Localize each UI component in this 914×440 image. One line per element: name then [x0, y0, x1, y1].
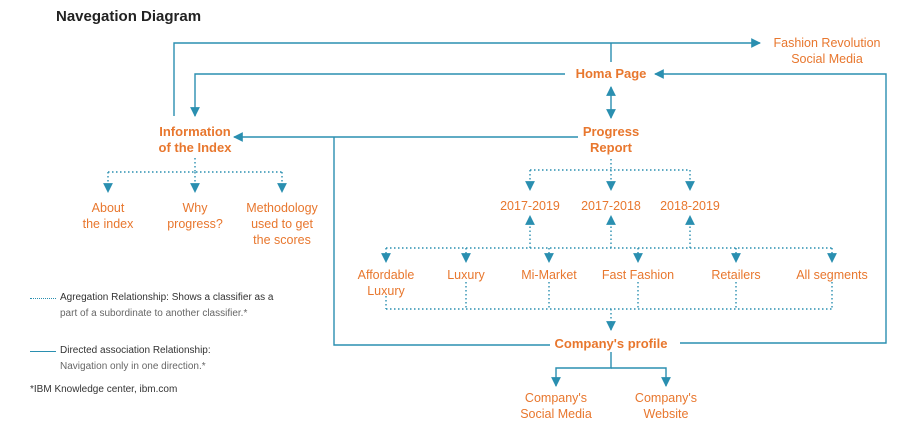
node-label-line: Luxury: [367, 284, 405, 298]
node-label-line: Methodology: [246, 201, 318, 215]
node-label-line: Social Media: [520, 407, 592, 421]
node-homa-page[interactable]: Homa Page: [561, 66, 661, 82]
legend-aggregation: Agregation Relationship: Shows a classif…: [60, 290, 305, 322]
node-label-line: Company's: [524, 391, 588, 405]
legend-aggregation-title: Agregation Relationship:: [60, 292, 169, 303]
node-luxury[interactable]: Luxury: [436, 267, 496, 283]
node-company-profile[interactable]: Company's profile: [546, 336, 676, 352]
node-label-line: About: [91, 201, 125, 215]
node-label-line: Progress: [582, 124, 640, 139]
edge-profile-to-website: [611, 367, 671, 387]
node-methodology[interactable]: Methodology used to get the scores: [232, 200, 332, 248]
node-label-line: 2018-2019: [660, 199, 720, 213]
node-fashion-revolution[interactable]: Fashion Revolution Social Media: [762, 35, 892, 67]
node-fast-fashion[interactable]: Fast Fashion: [593, 267, 683, 283]
legend-aggregation-desc-1: Shows a classifier as a: [171, 292, 274, 303]
node-information-index[interactable]: Information of the Index: [140, 124, 250, 156]
edge-info-to-fashion-revolution: [173, 38, 761, 116]
node-label-line: of the Index: [158, 140, 232, 155]
node-label-line: Homa Page: [575, 66, 647, 81]
node-label-line: used to get: [251, 217, 313, 231]
node-2017-2019[interactable]: 2017-2019: [495, 198, 565, 214]
node-label-line: the index: [82, 217, 134, 231]
legend-directed-desc: Navigation only in one direction.*: [60, 361, 206, 372]
legend-directed: Directed association Relationship: Navig…: [60, 343, 305, 375]
node-company-website[interactable]: Company's Website: [626, 390, 706, 422]
node-label-line: progress?: [167, 217, 223, 231]
legend-directed-swatch: [30, 351, 56, 352]
node-company-social-media[interactable]: Company's Social Media: [506, 390, 606, 422]
node-affordable-luxury[interactable]: Affordable Luxury: [346, 267, 426, 299]
node-about-index[interactable]: About the index: [68, 200, 148, 232]
node-label-line: Website: [643, 407, 689, 421]
node-label-line: the scores: [253, 233, 311, 247]
node-label-line: Company's: [634, 391, 698, 405]
node-2017-2018[interactable]: 2017-2018: [576, 198, 646, 214]
node-label-line: Social Media: [791, 52, 863, 66]
node-retailers[interactable]: Retailers: [701, 267, 771, 283]
legend-aggregation-desc-2: part of a subordinate to another classif…: [60, 308, 248, 319]
node-label-line: Affordable: [357, 268, 415, 282]
legend-directed-title: Directed association Relationship:: [60, 345, 211, 356]
edge-profile-to-info-loop: [333, 137, 550, 346]
edge-homa-to-info: [190, 73, 565, 117]
node-label-line: Company's profile: [554, 336, 668, 351]
node-label-line: Why: [182, 201, 208, 215]
node-2018-2019[interactable]: 2018-2019: [655, 198, 725, 214]
node-label-line: 2017-2018: [581, 199, 641, 213]
node-label-line: All segments: [796, 268, 868, 282]
node-why-progress[interactable]: Why progress?: [155, 200, 235, 232]
node-label-line: Information: [159, 124, 231, 139]
node-label-line: 2017-2019: [500, 199, 560, 213]
edge-profile-to-social: [551, 352, 612, 387]
legend-aggregation-swatch: [30, 298, 56, 299]
node-label-line: Luxury: [447, 268, 485, 282]
legend-footnote: *IBM Knowledge center, ibm.com: [30, 384, 178, 395]
node-label-line: Retailers: [711, 268, 761, 282]
title: Navegation Diagram: [56, 8, 202, 25]
node-progress-report[interactable]: Progress Report: [571, 124, 651, 156]
node-all-segments[interactable]: All segments: [782, 267, 882, 283]
node-label-line: Fast Fashion: [601, 268, 675, 282]
node-mi-market[interactable]: Mi-Market: [509, 267, 589, 283]
node-label-line: Fashion Revolution: [773, 36, 881, 50]
node-label-line: Report: [590, 140, 632, 155]
edge-profile-to-homa: [654, 69, 887, 344]
node-label-line: Mi-Market: [521, 268, 577, 282]
